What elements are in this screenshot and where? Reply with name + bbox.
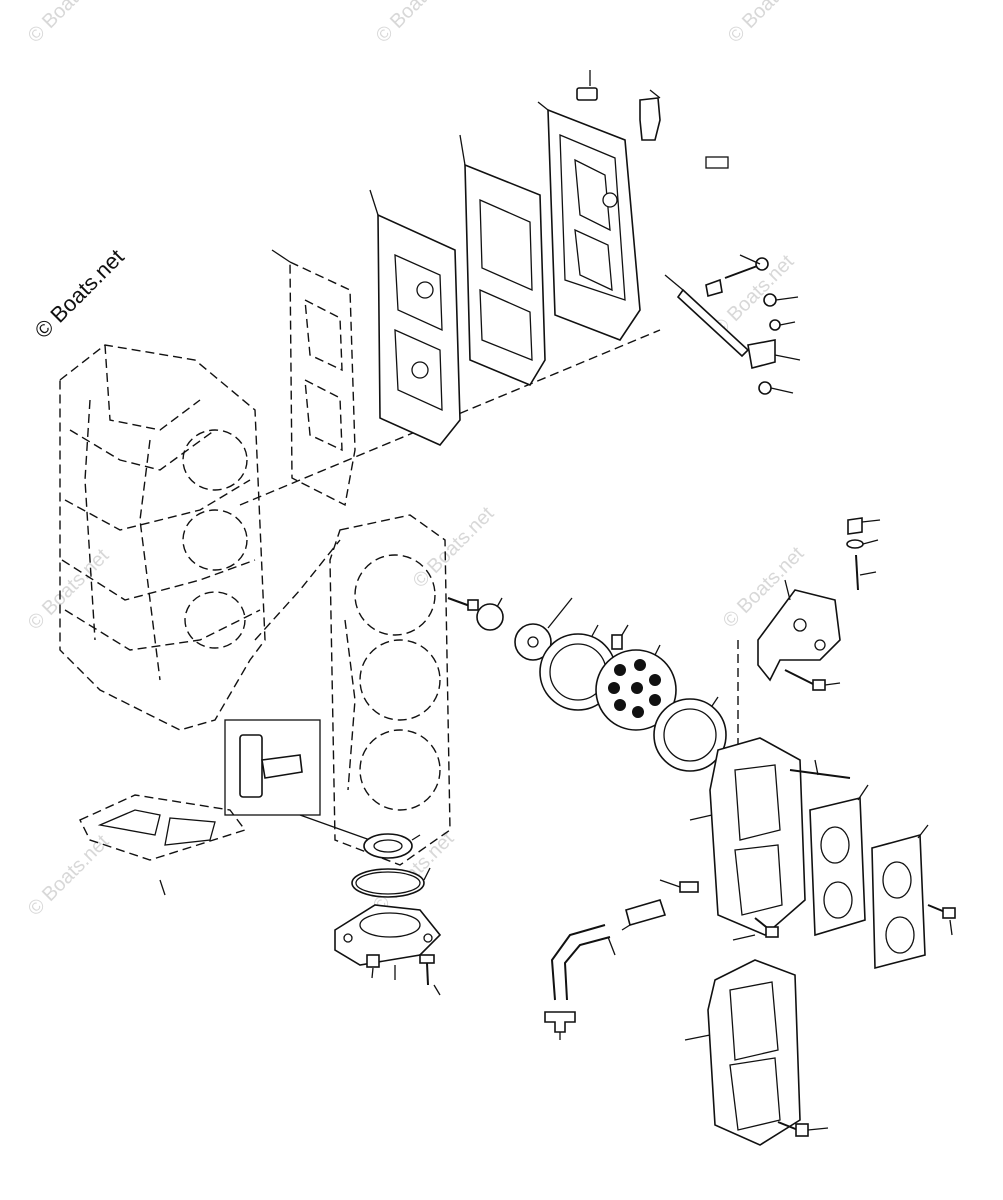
port-plate <box>595 644 677 731</box>
gasket-round-2 <box>653 696 727 772</box>
stud-long <box>789 759 851 779</box>
reference-box <box>705 156 729 169</box>
pump-housing <box>334 904 442 966</box>
stud <box>855 554 877 591</box>
gasket-plate-1 <box>271 249 356 507</box>
bolt-cover <box>732 917 779 941</box>
thermostat-disc <box>476 597 504 631</box>
hose-short <box>621 899 667 931</box>
gasket-lower-left <box>79 794 247 896</box>
washer <box>769 319 781 331</box>
leader-dashed <box>254 539 341 641</box>
o-ring <box>351 867 431 898</box>
mount-bracket <box>757 579 841 682</box>
fitting-housing <box>366 954 396 980</box>
clip <box>705 278 723 298</box>
exhaust-cover-upper <box>689 737 806 936</box>
bolt-exhaust <box>927 904 956 936</box>
tee-fitting <box>544 1011 576 1040</box>
nut <box>758 381 772 395</box>
bracket-small <box>747 339 776 369</box>
bolt-thermostat <box>447 597 479 611</box>
spacer-pin <box>611 624 629 650</box>
bolt-housing <box>419 954 441 996</box>
exhaust-cover-lower <box>684 959 801 1146</box>
hose-long <box>550 924 616 1001</box>
elbow-fitting <box>639 89 661 141</box>
washer <box>846 539 864 549</box>
cylinder-block <box>59 344 266 731</box>
bolt-top <box>576 70 598 101</box>
gasket-plate-3 <box>459 134 546 387</box>
cover-plate-2 <box>369 189 461 446</box>
gasket-exhaust-1 <box>809 784 869 937</box>
rail-bar <box>664 274 750 358</box>
valve-body-plate <box>537 101 641 341</box>
oil-seal <box>363 833 421 859</box>
bolt-lower <box>777 1121 829 1137</box>
inset-detail <box>224 719 371 841</box>
wing-nut <box>847 517 881 535</box>
hose-fitting <box>659 879 699 893</box>
gasket-exhaust-2 <box>871 824 929 970</box>
bolt-rail <box>724 254 769 279</box>
impeller <box>514 597 573 661</box>
cylinder-head <box>329 514 451 866</box>
bolt-bracket <box>784 669 841 691</box>
nut <box>763 293 777 307</box>
